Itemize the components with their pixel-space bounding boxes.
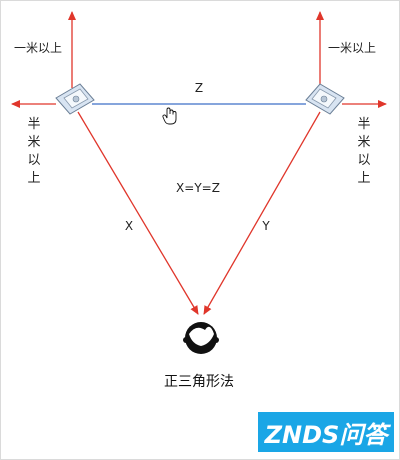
side-left-char: 上 — [27, 171, 40, 186]
x-label: X — [125, 219, 133, 233]
speaker-left-icon — [55, 83, 95, 115]
side-right-char: 半 — [357, 117, 370, 132]
z-label: Z — [195, 81, 203, 95]
equation-label: X=Y=Z — [176, 181, 220, 195]
side-right-char: 上 — [357, 171, 370, 186]
caption: 正三角形法 — [164, 374, 234, 390]
side-left-char: 半 — [27, 117, 40, 132]
side-left-char: 以 — [27, 153, 40, 168]
speaker-right-icon — [305, 83, 345, 115]
side-left-char: 米 — [27, 135, 40, 150]
listener-head-icon — [183, 322, 219, 354]
top-right-label: 一米以上 — [328, 41, 376, 55]
hand-cursor-icon — [162, 107, 177, 125]
watermark-logo: ZNDS问答 — [258, 412, 394, 452]
top-left-label: 一米以上 — [14, 41, 62, 55]
arrow-y — [203, 111, 321, 315]
y-label: Y — [261, 219, 270, 233]
side-left-label: 半 米 以 上 — [27, 117, 40, 186]
side-right-label: 半 米 以 上 — [357, 117, 370, 186]
arrow-x — [77, 111, 199, 315]
side-right-char: 米 — [357, 135, 370, 150]
watermark-text: ZNDS问答 — [264, 420, 388, 449]
side-right-char: 以 — [357, 153, 370, 168]
